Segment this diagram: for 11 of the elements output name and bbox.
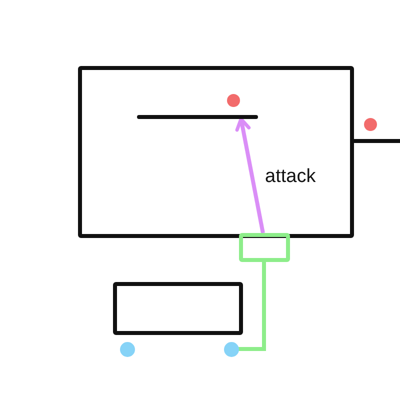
inner-bar: [137, 115, 258, 119]
small-outline-box: [239, 233, 290, 262]
connector-line: [238, 262, 266, 351]
dot-icon: [120, 342, 134, 356]
dot-icon: [226, 94, 240, 106]
large-box: [78, 66, 354, 238]
arrow: [235, 117, 265, 234]
connector-line: [354, 139, 400, 143]
dot-icon: [224, 342, 238, 356]
lower-box: [113, 282, 243, 335]
dot-icon: [364, 118, 376, 130]
